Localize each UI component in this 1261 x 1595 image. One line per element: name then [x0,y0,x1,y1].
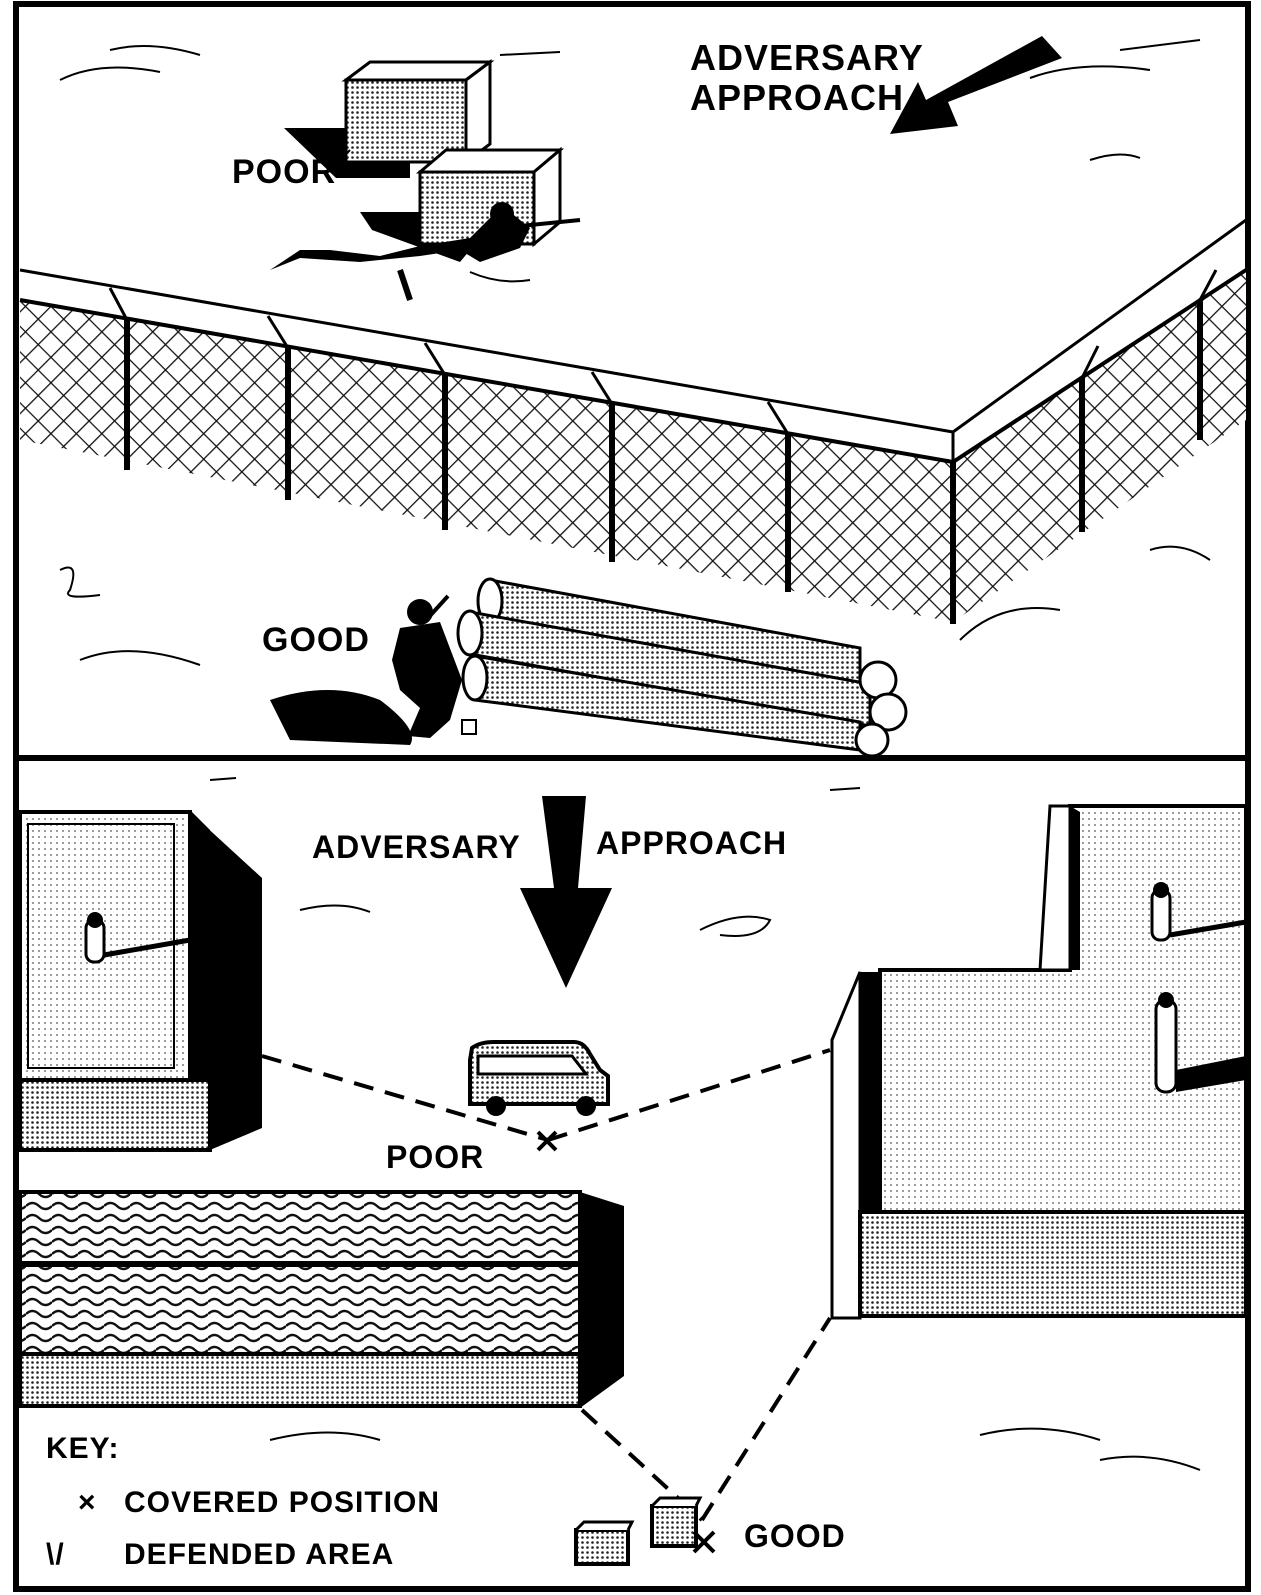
key-title: KEY: [46,1432,119,1465]
top-arrow-label-line1: ADVERSARY [690,37,924,78]
left-building [20,810,262,1150]
bottom-arrow-label-left: ADVERSARY [312,829,521,865]
lower-left-building [20,1192,624,1408]
covered-position-symbol: × [78,1486,97,1519]
bottom-good-label: GOOD [744,1518,846,1554]
covered-position-key-label: COVERED POSITION [124,1486,440,1519]
bottom-arrow-label-right: APPROACH [596,825,787,861]
top-arrow-label-line2: APPROACH [690,77,904,118]
van [470,1042,608,1116]
top-good-label: GOOD [262,621,370,659]
bottom-poor-label: POOR [386,1139,484,1175]
defended-area-symbol: \/ [46,1538,65,1571]
top-poor-label: POOR [232,153,336,191]
defended-area-key-label: DEFENDED AREA [124,1538,394,1571]
